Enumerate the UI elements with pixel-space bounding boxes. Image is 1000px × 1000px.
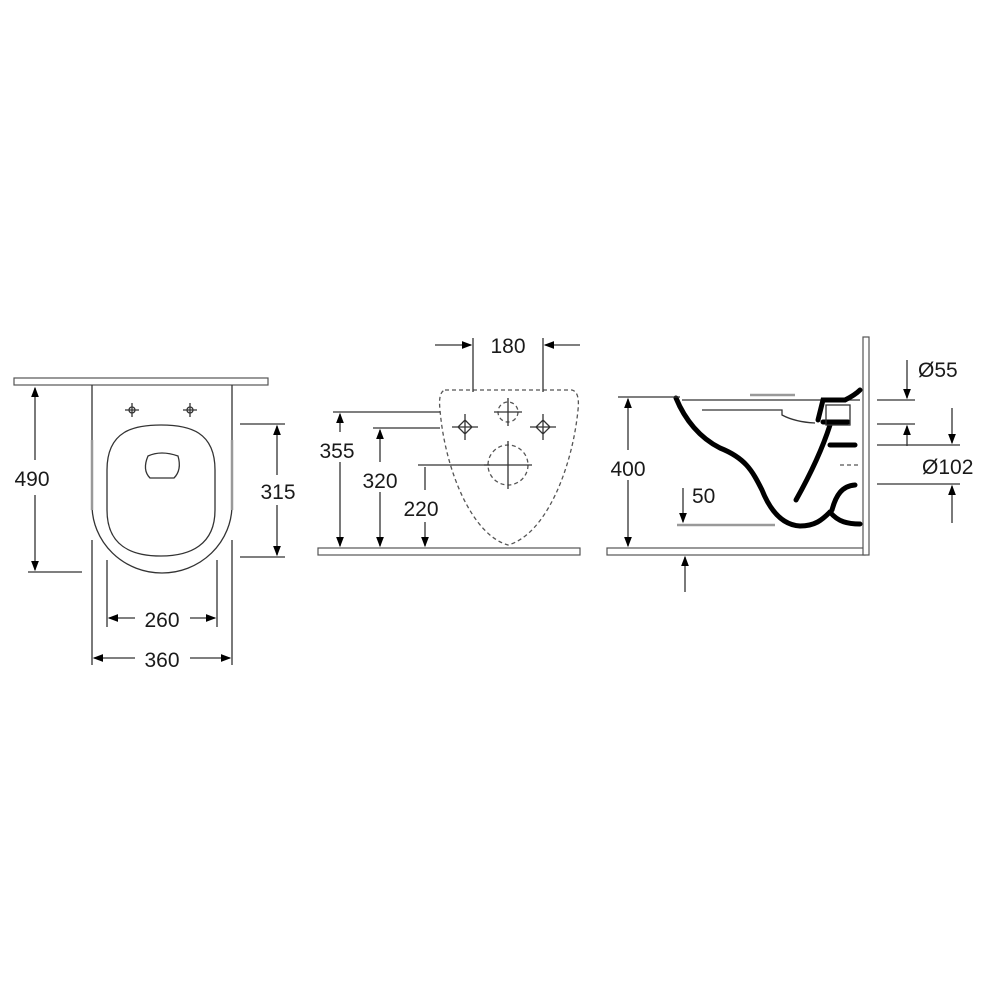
dimension-400: 400 bbox=[610, 396, 680, 548]
trap-inner bbox=[793, 422, 833, 503]
water-depth-label: 50 bbox=[692, 485, 715, 508]
dimension-180: 180 bbox=[435, 335, 580, 392]
top-view: 490 315 260 360 bbox=[13, 377, 296, 672]
dimension-outlet-diameter: Ø102 bbox=[877, 408, 973, 523]
wall-strip bbox=[13, 377, 269, 386]
lid-handle bbox=[144, 452, 180, 479]
bowl-profile bbox=[673, 395, 833, 529]
side-view: 400 50 Ø55 Ø102 bbox=[606, 336, 973, 592]
overall-width-label: 360 bbox=[144, 649, 179, 672]
seat-width-label: 260 bbox=[144, 609, 179, 632]
seat-length-label: 315 bbox=[260, 481, 295, 504]
dimension-355: 355 bbox=[319, 411, 440, 548]
fixing-height-label: 355 bbox=[319, 440, 354, 463]
seat-fixing-holes bbox=[125, 403, 197, 417]
dimension-260: 260 bbox=[106, 560, 218, 632]
outlet-diameter-label: Ø102 bbox=[922, 456, 973, 479]
seat-outline bbox=[106, 424, 216, 557]
fixing-spacing-label: 180 bbox=[490, 335, 525, 358]
outlet-height-label: 220 bbox=[403, 498, 438, 521]
rim-height-label: 400 bbox=[610, 458, 645, 481]
wc-outline-dashed bbox=[438, 389, 580, 546]
inlet-diameter-label: Ø55 bbox=[918, 359, 958, 382]
dimension-50: 50 bbox=[677, 485, 775, 592]
bowl-outline bbox=[91, 385, 233, 574]
dimension-360: 360 bbox=[91, 540, 233, 672]
floor-strip bbox=[317, 547, 581, 556]
rear-view: 180 355 320 220 bbox=[317, 335, 581, 556]
dimension-490: 490 bbox=[14, 386, 82, 573]
depth-label: 490 bbox=[14, 468, 49, 491]
trap-outer bbox=[829, 482, 858, 513]
inlet-connector bbox=[815, 387, 863, 425]
dimension-320: 320 bbox=[362, 427, 440, 548]
wall-strip bbox=[862, 336, 870, 556]
fixing-holes bbox=[452, 398, 556, 440]
dimension-315: 315 bbox=[240, 423, 296, 558]
dimension-inlet-diameter: Ø55 bbox=[877, 359, 958, 446]
upper-hole-height-label: 320 bbox=[362, 470, 397, 493]
dimension-220: 220 bbox=[403, 464, 490, 548]
floor-strip bbox=[606, 547, 866, 556]
